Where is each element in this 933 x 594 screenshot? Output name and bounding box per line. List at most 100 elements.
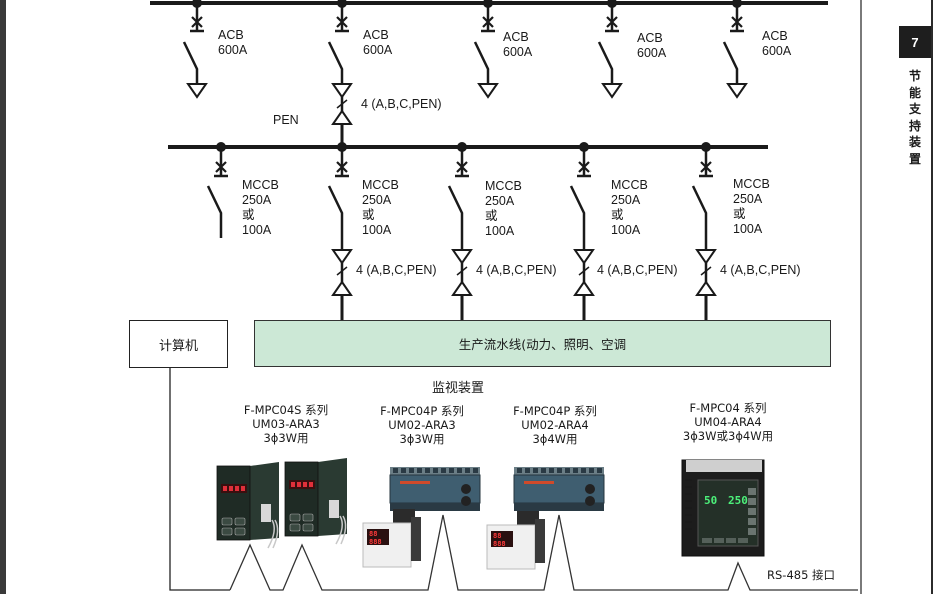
device-mpc04-key-1	[748, 488, 756, 495]
mccb-feeder-3-cable-slash	[456, 266, 468, 276]
device-mpc04s-2-digit-2	[297, 482, 301, 487]
device-mpc04s-2-digit-4	[309, 482, 313, 487]
mccb-feeder-2-cable-slash	[336, 266, 348, 276]
device-mpc04-key-5	[748, 528, 756, 535]
mccb-feeder-2-cable-top	[331, 249, 353, 265]
device-mpc04p-1-terminal-top-6	[433, 468, 438, 473]
device-mpc04s-1-digit-2	[229, 486, 233, 491]
device-mpc04p-2-terminal-top-5	[549, 468, 554, 473]
device-mpc04s-1-digit-4	[241, 486, 245, 491]
device-mpc04s-1-display	[221, 484, 247, 493]
device-mpc04p-2-terminal-top-2	[525, 468, 530, 473]
device-mpc04p-1-terminal-top-5	[425, 468, 430, 473]
device-mpc04-softkey-2	[714, 538, 724, 543]
device-mpc04p-2-terminal-top-9	[581, 468, 586, 473]
device-mpc04s-2-label-plate	[329, 500, 339, 518]
mccb-feeder-1-x2	[215, 161, 227, 173]
device-mpc04p-2-brand-strip	[524, 481, 554, 484]
device-mpc04p-2-connector-1	[585, 484, 595, 494]
cable-label-4: 4 (A,B,C,PEN)	[597, 263, 678, 277]
mccb-feeder-1-switch	[206, 185, 223, 238]
chapter-number-tab[interactable]: 7	[899, 26, 931, 58]
mccb-feeder-2-switch	[327, 185, 344, 250]
device-mpc04p-1-connector-2	[461, 496, 471, 506]
device-mpc04-key-2	[748, 498, 756, 505]
mccb-feeder-3-cable-top	[451, 249, 473, 265]
device-mpc04p-2-ct-digits-2: 888	[493, 540, 506, 548]
chapter-title: 节能支持装置	[908, 69, 921, 166]
page-right-edge	[931, 0, 933, 594]
device-mpc04-softkey-1	[702, 538, 712, 543]
device-mpc04p-1-ct-top	[393, 509, 415, 525]
mccb-feeder-5-cable-bottom	[695, 280, 717, 296]
pen-label: PEN	[273, 113, 299, 127]
load-label: 生产流水线(动力、照明、空调	[458, 337, 627, 352]
device-mpc04p-1-brand-strip	[400, 481, 430, 484]
acb-feeder-1-x2	[191, 16, 203, 28]
device-mpc04p-1-terminal-top-10	[465, 468, 470, 473]
device-mpc04p-1-connector-1	[461, 484, 471, 494]
device-mpc04p-1-ct-digits-1: 88	[369, 530, 377, 538]
computer-label: 计算机	[158, 338, 198, 354]
cable-label-2: 4 (A,B,C,PEN)	[356, 263, 437, 277]
device-mpc04s-1-button-set	[234, 527, 246, 536]
device-mpc04s-2-leads	[335, 515, 347, 545]
device-mpc04p-1-terminal-top-9	[457, 468, 462, 473]
mccb-feeder-4-cable-top	[573, 249, 595, 265]
device-mpc04p-2-terminal-top-7	[565, 468, 570, 473]
device-mpc04p-2-terminal-top-3	[533, 468, 538, 473]
device-mpc04p-2-terminal-top-10	[589, 468, 594, 473]
mccb-feeder-3-x2	[456, 161, 468, 173]
rs485-interface-label: RS-485 接口	[767, 568, 836, 582]
mccb-feeder-5-cable-slash	[700, 266, 712, 276]
acb-feeder-4-switch	[597, 41, 614, 84]
device-mpc04s-2-digit-3	[303, 482, 307, 487]
device-mpc04s-1-front	[216, 465, 251, 541]
device-mpc04-softkey-3	[726, 538, 736, 543]
device-mpc04s-1-button-up	[221, 517, 233, 526]
device-mpc04-display-right: 250	[728, 494, 748, 507]
device-mpc04p-1-ct-digits-2: 888	[369, 538, 382, 546]
mccb-feeder-5-cable-top	[695, 249, 717, 265]
acb-feeder-2-switch	[327, 41, 344, 84]
cable-label-3: 4 (A,B,C,PEN)	[476, 263, 557, 277]
acb-feeder-4-x2	[606, 16, 618, 28]
device-mpc04s-1-button-down	[234, 517, 246, 526]
device-mpc04-key-4	[748, 518, 756, 525]
device-mpc04p-1-bottom-terminals	[390, 503, 480, 511]
mccb-feeder-4-cable-slash	[578, 266, 590, 276]
mccb-feeder-5-switch	[691, 185, 708, 250]
acb-feeder-2-x2	[336, 16, 348, 28]
device-mpc04p-1-ct-display	[367, 529, 389, 545]
device-mpc04s-2-display	[289, 480, 315, 489]
mccb-feeder-4-cable-bottom	[573, 280, 595, 296]
tie-cable-label: 4 (A,B,C,PEN)	[361, 97, 442, 111]
device-mpc04p-2-connector-2	[585, 496, 595, 506]
acb-feeder-4-ground	[601, 83, 623, 99]
acb-feeder-5-x2	[731, 16, 743, 28]
device-mpc04s-1-leads	[267, 519, 279, 549]
device-mpc04s-2-button-up	[289, 513, 301, 522]
device-mpc04p-1-terminal-top-7	[441, 468, 446, 473]
device-mpc04s-2-button-down	[302, 513, 314, 522]
device-mpc04p-2-bottom-terminals	[514, 503, 604, 511]
device-mpc04p-1-terminal-top-11	[473, 468, 478, 473]
device-mpc04p-1-terminal-top-4	[417, 468, 422, 473]
device-mpc04p-2-terminal-top-8	[573, 468, 578, 473]
device-mpc04p-2-terminal-top-4	[541, 468, 546, 473]
device-mpc04p-1-terminal-top-1	[393, 468, 398, 473]
device-mpc04-top-panel	[686, 460, 762, 472]
device-mpc04p-1-terminal-top-2	[401, 468, 406, 473]
device-mpc04s-1-button-mode	[221, 527, 233, 536]
cable-label-5: 4 (A,B,C,PEN)	[720, 263, 801, 277]
acb-feeder-1-ground	[186, 83, 208, 99]
acb-feeder-3-switch	[473, 41, 490, 84]
